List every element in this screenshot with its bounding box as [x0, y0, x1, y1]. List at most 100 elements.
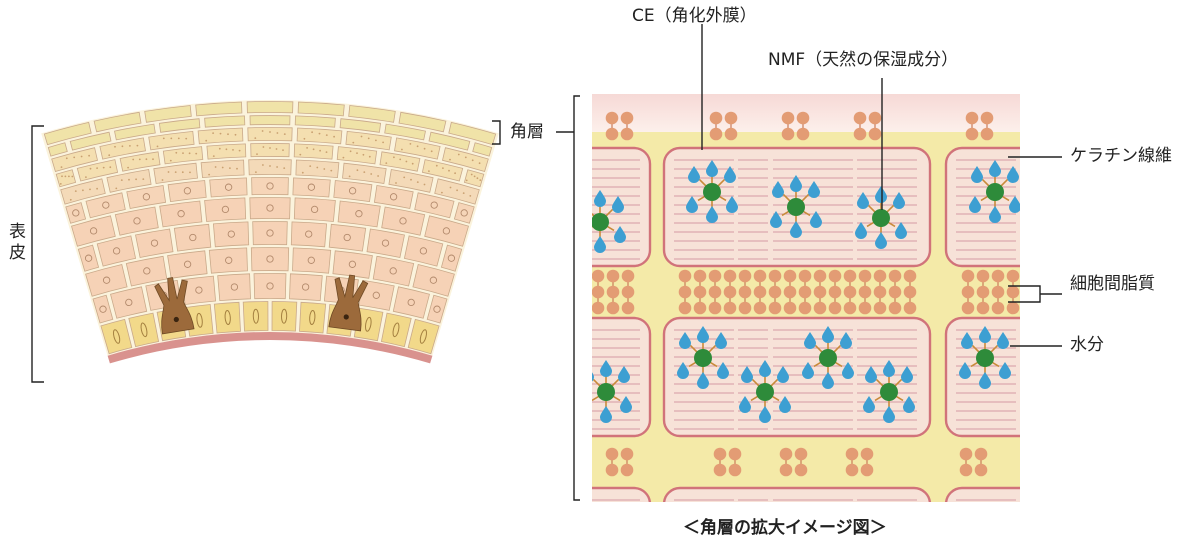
granule — [69, 198, 72, 201]
lipid-head — [713, 463, 727, 477]
epidermal-cell — [414, 192, 455, 219]
granule — [135, 178, 138, 181]
epidermal-cell — [358, 279, 395, 311]
lipid-head — [592, 301, 605, 315]
lipid-molecule — [860, 447, 874, 477]
water-droplet — [770, 211, 782, 228]
cell-nucleus — [84, 254, 93, 262]
epidermal-cell — [153, 162, 198, 184]
lipid-head — [709, 111, 723, 125]
granule — [182, 152, 184, 155]
granule — [435, 164, 438, 167]
epidermal-cell — [51, 147, 98, 172]
lipid-head — [858, 269, 872, 283]
epidermis-bracket — [31, 125, 44, 383]
water-droplet — [865, 366, 877, 383]
granule — [208, 173, 211, 176]
granule — [362, 153, 365, 156]
cell-nucleus — [447, 254, 456, 262]
epidermal-cell — [167, 250, 208, 279]
water-droplet — [779, 396, 791, 413]
granule — [352, 141, 355, 144]
lipid-head — [794, 463, 808, 477]
lipid-head — [903, 269, 917, 283]
water-droplet — [999, 362, 1011, 379]
granule — [156, 145, 159, 148]
epidermal-cell — [336, 146, 378, 165]
granule — [236, 167, 238, 170]
water-droplet — [697, 372, 709, 389]
cell-nucleus — [72, 209, 80, 217]
granule — [356, 152, 358, 155]
lipid-head — [965, 111, 979, 125]
epidermal-cell — [71, 215, 116, 247]
water-droplet — [895, 222, 907, 239]
epidermal-cell — [379, 151, 421, 172]
lipid-head — [991, 269, 1005, 283]
nmf-label: NMF（天然の保湿成分） — [768, 50, 959, 70]
cell-nucleus — [399, 217, 407, 225]
stratum-corneum-magnified — [592, 94, 1020, 502]
lipid-head — [868, 111, 882, 125]
granule — [405, 160, 408, 163]
melanocyte-nucleus — [173, 316, 179, 323]
melanocyte — [328, 274, 369, 332]
granule — [102, 166, 105, 169]
granule — [476, 177, 479, 180]
epidermal-cell — [204, 197, 247, 222]
lipid-molecule — [1006, 269, 1020, 315]
granule — [457, 153, 460, 156]
granule — [275, 148, 278, 150]
epidermal-cell — [453, 202, 475, 224]
cell-nucleus — [142, 193, 151, 201]
lipid-head — [794, 447, 808, 461]
epidermal-cell — [295, 159, 340, 179]
granule — [68, 175, 70, 178]
lipid-head — [980, 111, 994, 125]
epidermal-cell — [250, 143, 290, 158]
stratum-corneum-bracket — [492, 120, 501, 145]
lipid-molecule — [888, 269, 902, 315]
granule — [212, 155, 215, 158]
lipid-head — [738, 301, 752, 315]
epidermal-cell — [442, 147, 489, 172]
epidermal-cell — [440, 244, 463, 272]
granule — [65, 157, 68, 160]
lipid-head — [961, 269, 975, 283]
granule — [188, 152, 191, 155]
granule — [82, 189, 84, 192]
granule — [306, 147, 308, 149]
lipid-head — [678, 269, 692, 283]
epidermal-cell — [85, 264, 128, 297]
epidermal-cell — [421, 159, 464, 182]
granule — [410, 178, 412, 181]
lipid-head — [873, 285, 887, 299]
epidermal-cell — [135, 228, 174, 258]
lipid-molecule — [843, 269, 857, 315]
epidermal-cell — [380, 312, 412, 348]
granule — [316, 166, 319, 169]
cell-nucleus — [307, 183, 316, 191]
granule — [96, 167, 98, 170]
lipid-head — [621, 285, 635, 299]
water-droplet — [739, 396, 751, 413]
epidermal-cell — [200, 159, 245, 179]
water-droplet — [857, 192, 869, 209]
lipid-head — [1006, 301, 1020, 315]
water-droplet — [612, 196, 624, 213]
granule — [349, 150, 352, 153]
granule — [333, 135, 335, 138]
basal-nucleus — [280, 308, 288, 324]
granule — [189, 171, 191, 174]
epidermal-cell — [119, 151, 161, 172]
lipid-head — [768, 269, 782, 283]
epidermal-cell — [126, 185, 167, 209]
granule — [120, 179, 123, 182]
nmf-molecule — [872, 209, 890, 227]
lipid-head — [738, 285, 752, 299]
lipid-head — [976, 285, 990, 299]
epidermal-cell — [426, 294, 448, 324]
lipid-head — [620, 111, 634, 125]
cell-nucleus — [112, 247, 121, 255]
granule — [221, 166, 224, 169]
